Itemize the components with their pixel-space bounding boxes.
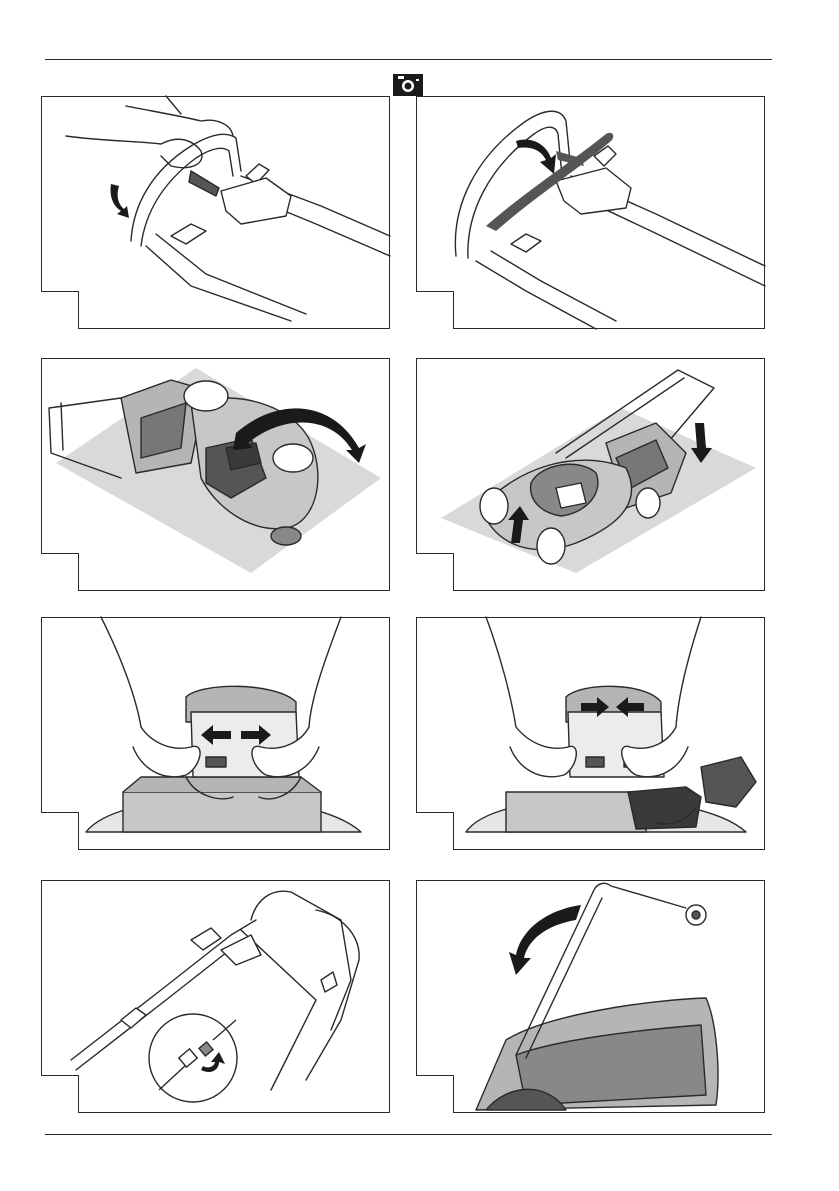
- illustration-panel-4: [416, 358, 765, 591]
- camera-icon: [393, 74, 423, 96]
- illustration-panel-7: [41, 880, 390, 1113]
- illustration-panel-6: [416, 617, 765, 850]
- bottom-rule: [45, 1134, 772, 1135]
- illustration-panel-5: [41, 617, 390, 850]
- top-rule: [45, 59, 772, 60]
- illustration-panel-2: [416, 96, 765, 329]
- illustration-panel-3: [41, 358, 390, 591]
- illustration-panel-8: [416, 880, 765, 1113]
- illustration-panel-1: [41, 96, 390, 329]
